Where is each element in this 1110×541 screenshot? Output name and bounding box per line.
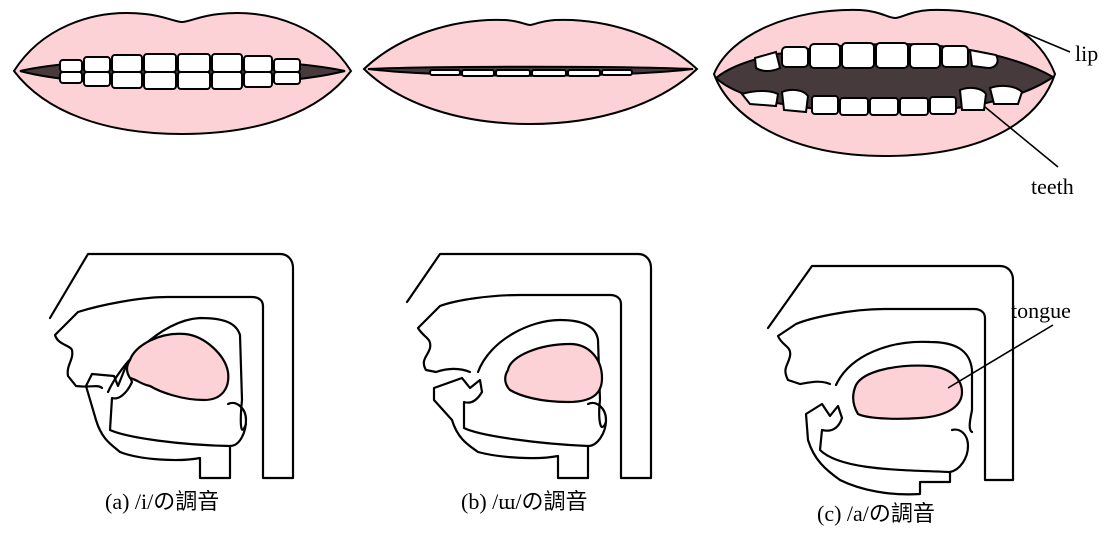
caption-b: (b) /ɯ/の調音 <box>461 489 588 514</box>
teeth-label: teeth <box>1031 174 1074 199</box>
pharynx-c <box>950 430 968 472</box>
vocal-tract-b <box>407 254 651 478</box>
mouth-b <box>364 20 697 124</box>
mouth-a <box>14 13 351 134</box>
vocal-tract-c <box>768 266 1013 494</box>
caption-c: (c) /a/の調音 <box>817 501 935 526</box>
tongue-c <box>853 366 962 419</box>
teeth-a <box>60 54 300 89</box>
tongue-a <box>127 334 228 400</box>
vocal-tract-a <box>50 254 293 478</box>
mouth-c <box>714 10 1055 156</box>
tongue-label: tongue <box>1011 298 1071 323</box>
tongue-b <box>505 344 602 402</box>
pharynx-a <box>228 403 246 446</box>
caption-a: (a) /i/の調音 <box>105 489 219 514</box>
lip-label: lip <box>1075 41 1098 66</box>
tongue-leader-line <box>948 325 1053 388</box>
pharynx-b <box>588 403 606 446</box>
